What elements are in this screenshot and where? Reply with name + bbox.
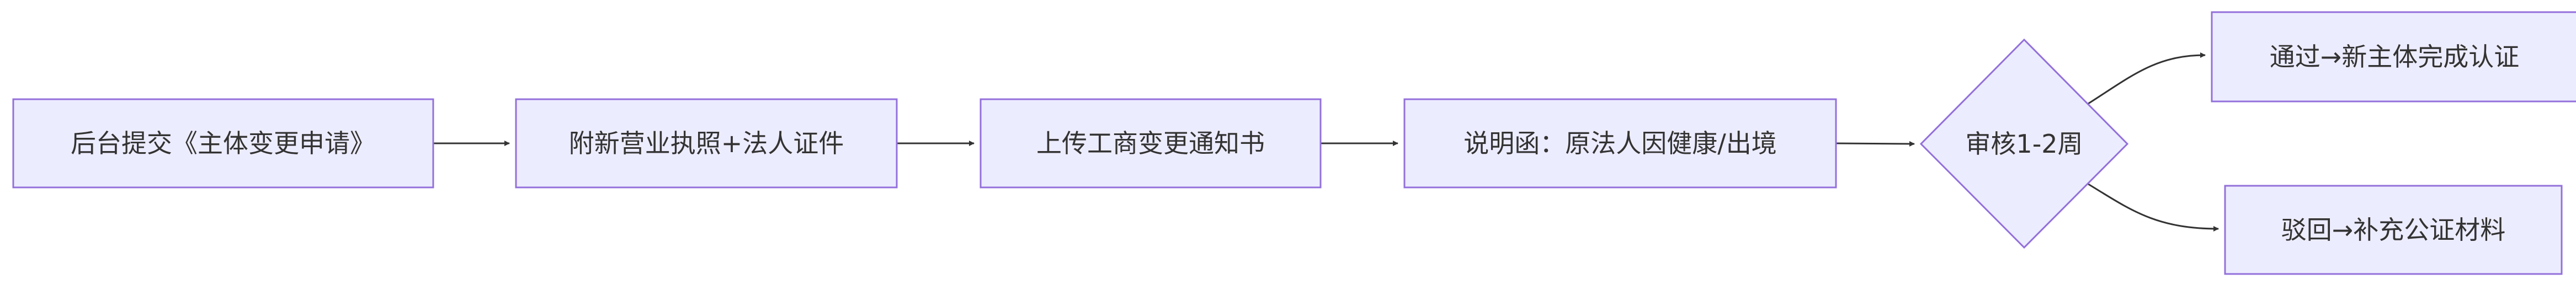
node-rejected: 驳回→补充公证材料 [2224,185,2563,275]
node-attach-license-label: 附新营业执照+法人证件 [569,128,844,158]
node-submit-application-label: 后台提交《主体变更申请》 [71,128,375,158]
node-upload-notice: 上传工商变更通知书 [980,98,1322,189]
edge-decision-to-approved [2086,52,2206,106]
edge-decision-to-rejected [2086,182,2219,232]
decision-review-label: 审核1-2周 [1965,129,2083,159]
edge-step4-to-decision [1835,141,1915,147]
node-approved-label: 通过→新主体完成认证 [2270,42,2520,72]
node-explanation-letter-label: 说明函：原法人因健康/出境 [1463,128,1777,158]
node-upload-notice-label: 上传工商变更通知书 [1036,128,1265,158]
node-explanation-letter: 说明函：原法人因健康/出境 [1403,98,1837,189]
node-rejected-label: 驳回→补充公证材料 [2281,215,2506,245]
node-attach-license: 附新营业执照+法人证件 [515,98,898,189]
node-approved: 通过→新主体完成认证 [2211,11,2576,103]
node-submit-application: 后台提交《主体变更申请》 [12,98,434,189]
decision-review: 审核1-2周 [1919,38,2129,249]
